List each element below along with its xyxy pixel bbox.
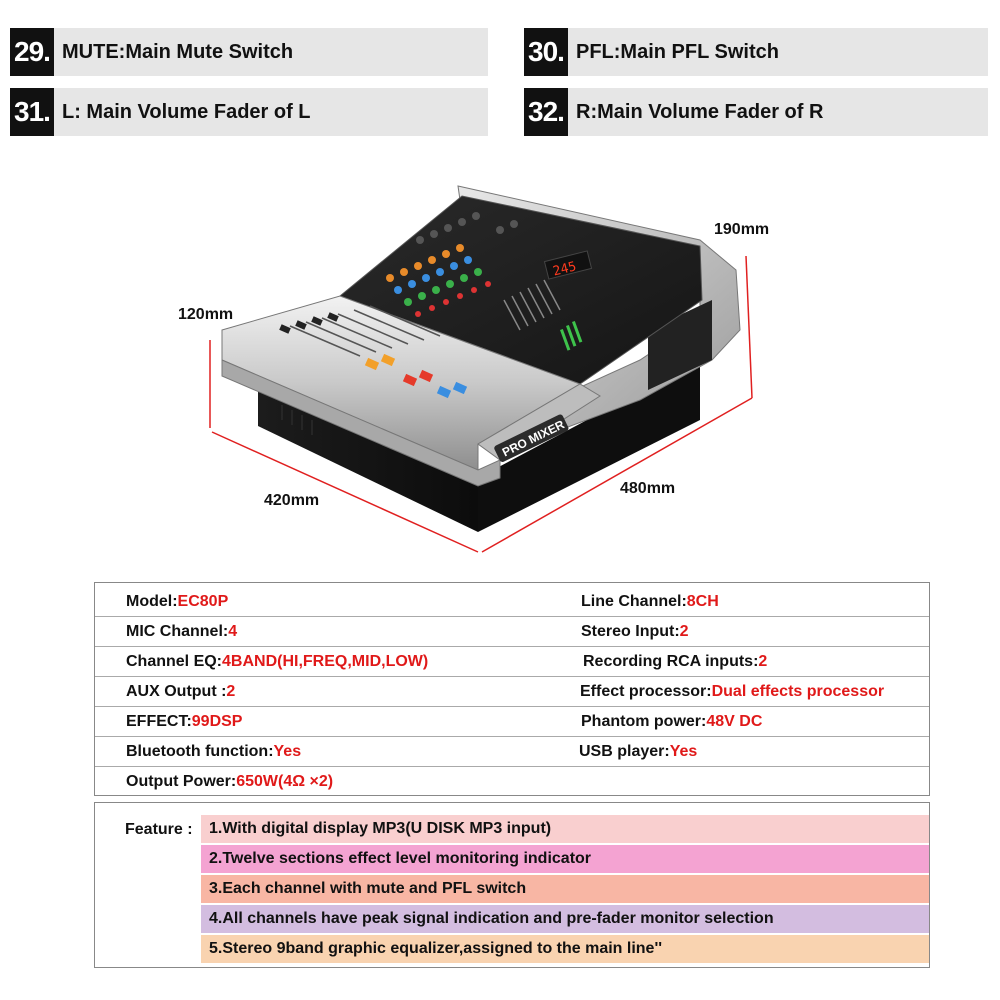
spec-value: Yes	[669, 743, 698, 760]
spec-usb-player: USB player:Yes	[579, 737, 697, 767]
legend-item-30: 30. PFL:Main PFL Switch	[524, 28, 988, 76]
spec-value: 8CH	[686, 593, 719, 610]
spec-value: Dual effects processor	[711, 683, 885, 700]
spec-value: 2	[679, 623, 689, 640]
spec-label: Bluetooth function:	[126, 743, 274, 760]
spec-line-channel: Line Channel:8CH	[581, 587, 719, 617]
spec-label: AUX Output :	[126, 683, 227, 700]
legend-number: 31.	[10, 88, 54, 136]
spec-effect: EFFECT:99DSP	[126, 707, 242, 737]
legend-number: 32.	[524, 88, 568, 136]
spec-label: Output Power:	[126, 773, 237, 790]
spec-value: 650W(4Ω ×2)	[236, 773, 334, 790]
display-readout: 245	[552, 259, 578, 279]
feature-label: Feature :	[125, 821, 193, 838]
spec-row: MIC Channel:4 Stereo Input:2	[95, 617, 929, 647]
spec-label: Stereo Input:	[581, 623, 680, 640]
spec-value: 4	[228, 623, 238, 640]
spec-label: EFFECT:	[126, 713, 192, 730]
legend-row-1: 29. MUTE:Main Mute Switch 30. PFL:Main P…	[0, 28, 1000, 76]
spec-row: Model:EC80P Line Channel:8CH	[95, 587, 929, 617]
spec-label: Channel EQ:	[126, 653, 223, 670]
digital-display	[543, 250, 593, 280]
spec-row: EFFECT:99DSP Phantom power:48V DC	[95, 707, 929, 737]
graphic-eq	[503, 279, 561, 331]
fader-tracks	[289, 305, 441, 357]
dimension-height: 120mm	[178, 306, 233, 323]
legend-row-2: 31. L: Main Volume Fader of L 32. R:Main…	[0, 88, 1000, 136]
spec-value: 99DSP	[191, 713, 243, 730]
spec-value: 48V DC	[706, 713, 763, 730]
legend-text: L: Main Volume Fader of L	[62, 101, 311, 123]
legend-item-31: 31. L: Main Volume Fader of L	[10, 88, 488, 136]
spec-value: Yes	[273, 743, 302, 760]
spec-value: EC80P	[177, 593, 229, 610]
fader-caps	[279, 312, 468, 399]
feature-box: Feature : 1.With digital display MP3(U D…	[94, 802, 930, 968]
spec-value: 2	[758, 653, 768, 670]
spec-effect-processor: Effect processor:Dual effects processor	[580, 677, 884, 707]
spec-label: Effect processor:	[580, 683, 712, 700]
spec-label: Line Channel:	[581, 593, 687, 610]
dimension-depth-side: 480mm	[620, 480, 675, 497]
legend-number: 30.	[524, 28, 568, 76]
spec-model: Model:EC80P	[126, 587, 228, 617]
knob-array	[386, 212, 518, 317]
dimension-width-front: 420mm	[264, 492, 319, 509]
feature-item: 3.Each channel with mute and PFL switch	[201, 875, 929, 903]
mixer-product-illustration: 245 PRO MIXER 190mm 120	[178, 185, 769, 553]
spec-row: Bluetooth function:Yes USB player:Yes	[95, 737, 929, 767]
feature-item: 2.Twelve sections effect level monitorin…	[201, 845, 929, 873]
legend-text: MUTE:Main Mute Switch	[62, 41, 294, 63]
spec-bluetooth: Bluetooth function:Yes	[126, 737, 301, 767]
dimension-depth-top: 190mm	[714, 221, 769, 238]
spec-channel-eq: Channel EQ:4BAND(HI,FREQ,MID,LOW)	[126, 647, 428, 677]
spec-output-power: Output Power:650W(4Ω ×2)	[126, 767, 333, 797]
spec-label: Recording RCA inputs:	[583, 653, 759, 670]
legend-number: 29.	[10, 28, 54, 76]
spec-value: 4BAND(HI,FREQ,MID,LOW)	[222, 653, 429, 670]
spec-label: USB player:	[579, 743, 670, 760]
spec-label: Model:	[126, 593, 178, 610]
spec-label: Phantom power:	[581, 713, 707, 730]
spec-mic-channel: MIC Channel:4	[126, 617, 237, 647]
spec-value: 2	[226, 683, 236, 700]
spec-row: Channel EQ:4BAND(HI,FREQ,MID,LOW) Record…	[95, 647, 929, 677]
spec-recording-rca: Recording RCA inputs:2	[583, 647, 767, 677]
spec-stereo-input: Stereo Input:2	[581, 617, 689, 647]
level-meter	[560, 320, 583, 351]
feature-item: 5.Stereo 9band graphic equalizer,assigne…	[201, 935, 929, 963]
spec-aux-output: AUX Output :2	[126, 677, 235, 707]
legend-item-32: 32. R:Main Volume Fader of R	[524, 88, 988, 136]
spec-label: MIC Channel:	[126, 623, 229, 640]
feature-item: 4.All channels have peak signal indicati…	[201, 905, 929, 933]
brand-plate	[494, 414, 569, 462]
legend-item-29: 29. MUTE:Main Mute Switch	[10, 28, 488, 76]
spec-row: AUX Output :2 Effect processor:Dual effe…	[95, 677, 929, 707]
feature-item: 1.With digital display MP3(U DISK MP3 in…	[201, 815, 929, 843]
spec-row: Output Power:650W(4Ω ×2)	[95, 767, 929, 797]
legend-text: PFL:Main PFL Switch	[576, 41, 779, 63]
spec-table: Model:EC80P Line Channel:8CH MIC Channel…	[94, 582, 930, 796]
spec-phantom-power: Phantom power:48V DC	[581, 707, 762, 737]
legend-text: R:Main Volume Fader of R	[576, 101, 824, 123]
dimension-lines	[209, 255, 753, 553]
